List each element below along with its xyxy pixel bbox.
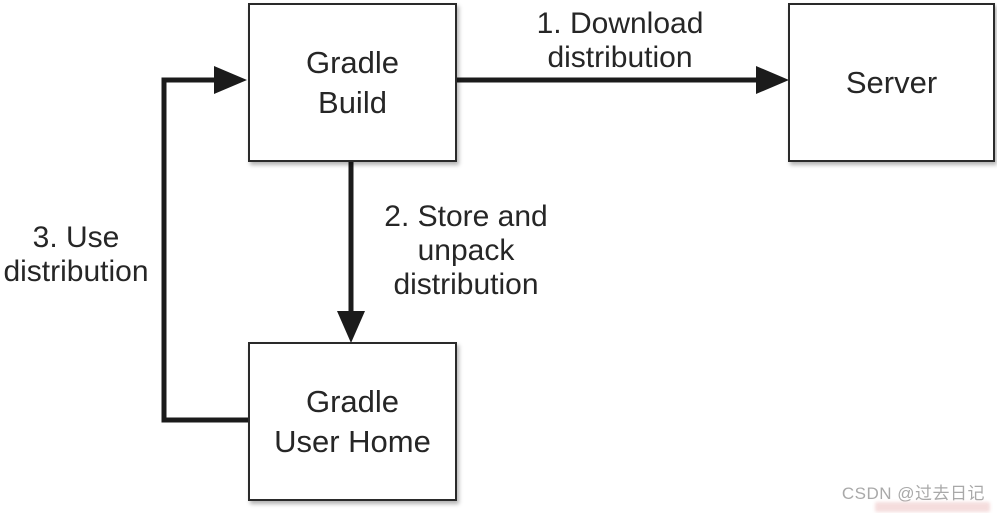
edge-label-store-unpack-distribution: 2. Store and unpack distribution [384, 200, 548, 302]
arrow-use-line [161, 77, 248, 423]
arrow-download-head-icon [756, 66, 789, 94]
arrow-store-head-icon [337, 311, 365, 343]
node-gradle-build: Gradle Build [248, 3, 457, 162]
arrow-use-head-icon [214, 66, 247, 94]
node-gradle-user-home: Gradle User Home [248, 342, 457, 501]
watermark-url-faint [875, 502, 990, 512]
edge-label-use-distribution: 3. Use distribution [3, 221, 149, 289]
node-gradle-build-label: Gradle Build [305, 44, 400, 120]
node-gradle-user-home-label: Gradle User Home [274, 383, 431, 459]
watermark-csdn: CSDN @过去日记 [841, 484, 985, 503]
edge-label-download-distribution: 1. Download distribution [536, 7, 704, 75]
node-server-label: Server [845, 64, 938, 100]
node-server: Server [788, 3, 995, 162]
